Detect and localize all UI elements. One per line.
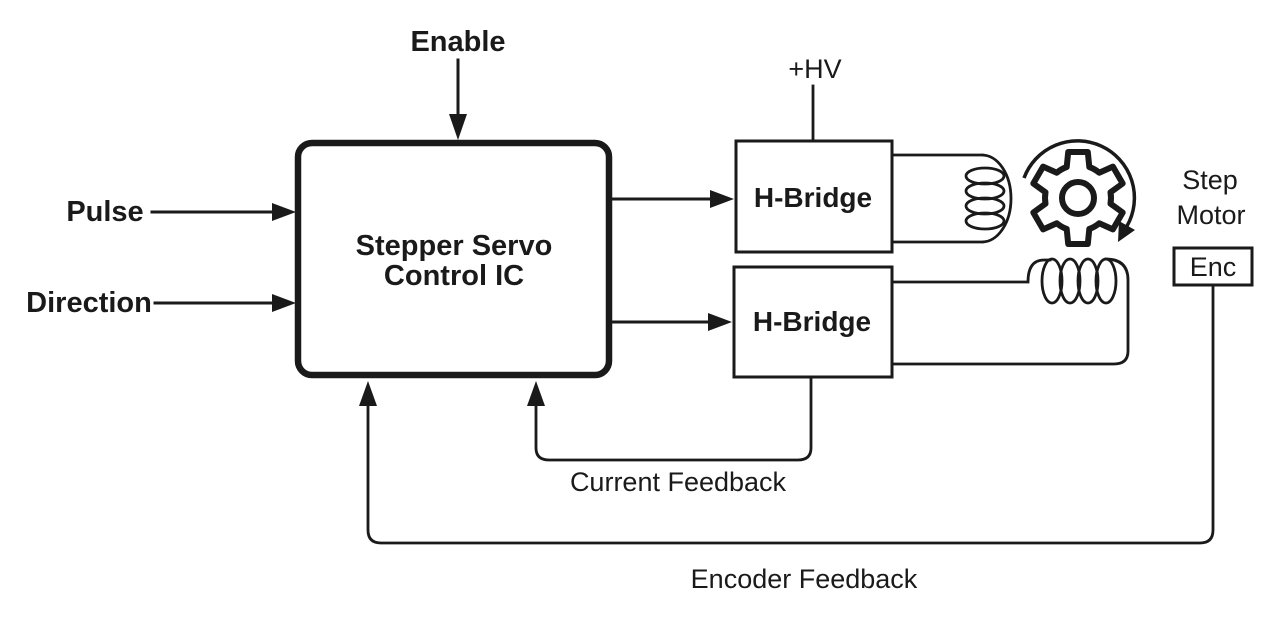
current-feedback-line <box>534 375 813 462</box>
h-bridge-b-box <box>732 265 894 379</box>
phase-a-drive-arrow <box>610 190 734 208</box>
controller-box <box>294 139 613 379</box>
encoder-block: Enc <box>1172 246 1254 287</box>
current-feedback-label: Current Feedback <box>570 467 787 497</box>
enable-input: Enable <box>410 26 506 140</box>
enable-arrowhead-icon <box>449 114 467 140</box>
direction-arrowhead-icon <box>272 294 296 312</box>
current-feedback-path: Current Feedback <box>527 375 813 497</box>
h-bridge-a-label: H-Bridge <box>754 182 872 213</box>
controller-block: Stepper Servo Control IC <box>294 139 613 379</box>
phase-a-coil-loop <box>964 211 1006 231</box>
h-bridge-b-label: H-Bridge <box>753 306 871 337</box>
phase-b-coil-loop <box>1076 257 1100 305</box>
motor-label-line2: Motor <box>1176 200 1245 230</box>
pulse-input: Pulse <box>66 196 296 228</box>
controller-label-line2: Control IC <box>384 260 524 292</box>
h-bridge-a-box <box>734 139 894 254</box>
phase-a-arrowhead-icon <box>710 190 734 208</box>
encoder-feedback-arrowhead-icon <box>359 381 377 406</box>
hv-supply: +HV <box>788 54 842 142</box>
current-feedback-arrowhead-icon <box>527 381 545 406</box>
phase-b-coil-loop <box>1040 257 1064 305</box>
phase-b-arrowhead-icon <box>708 313 732 331</box>
phase-a-winding-icon <box>890 153 1013 244</box>
hv-label: +HV <box>788 54 841 84</box>
enable-label: Enable <box>410 26 505 58</box>
controller-label-line1: Stepper Servo <box>356 230 553 262</box>
phase-b-lead-in <box>890 258 1052 284</box>
h-bridge-b-block: H-Bridge <box>732 265 894 379</box>
encoder-box <box>1172 246 1254 287</box>
encoder-label: Enc <box>1190 252 1237 282</box>
step-motor-labels: Step Motor <box>1176 165 1245 230</box>
pulse-arrowhead-icon <box>272 203 296 221</box>
phase-a-coil-arc <box>981 153 1013 244</box>
rotation-arc <box>1022 139 1137 227</box>
phase-b-winding-icon <box>890 257 1130 366</box>
direction-label: Direction <box>26 287 152 319</box>
motor-label-line1: Step <box>1182 165 1238 195</box>
rotation-arrowhead-icon <box>1118 221 1135 242</box>
direction-input: Direction <box>26 287 296 319</box>
encoder-feedback-line <box>366 283 1215 545</box>
gear-hole <box>1059 179 1097 217</box>
h-bridge-a-block: H-Bridge <box>734 139 894 254</box>
phase-b-coil-loop <box>1058 257 1082 305</box>
pulse-label: Pulse <box>66 196 143 228</box>
phase-b-drive-arrow <box>610 313 732 331</box>
encoder-feedback-label: Encoder Feedback <box>691 564 918 594</box>
motor-gear-icon <box>1022 139 1137 247</box>
phase-b-lead-out <box>890 257 1130 366</box>
encoder-feedback-path: Encoder Feedback <box>359 283 1215 594</box>
